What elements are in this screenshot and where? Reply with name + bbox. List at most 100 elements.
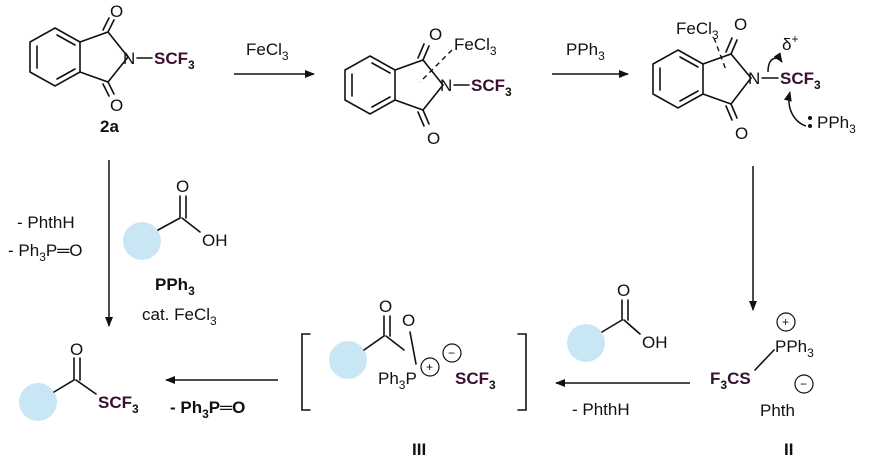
species-label-III: III [412,440,426,459]
atom-o: O [429,25,442,44]
ph3p-label: Ph3P [378,369,417,392]
hydroxyl-label: OH [642,333,668,352]
carbonyl-bond [725,37,733,53]
byproduct-label: - PhthH [17,213,75,232]
scf3-group: SCF3 [780,69,821,92]
arrow-reagent: PPh3 [155,275,195,298]
bond [385,335,405,351]
bond [623,319,641,335]
atom-o: O [70,340,83,359]
carbonyl-bond [107,81,115,95]
s-p-bond [754,349,775,371]
electron-flow-arrow [767,52,783,73]
benzene-inner-bond [679,90,699,102]
carbonyl-bond [730,39,738,55]
arrow-step-direct: - PhthH - Ph3P═O O OH PPh3 cat. FeCl3 [8,160,228,328]
structure-2a: O O N SCF3 2a [29,2,195,136]
bond [53,379,75,393]
substituent-circle [329,341,367,379]
coordination-dash [713,37,727,71]
bond [75,379,97,395]
byproduct-label: - PhthH [572,400,630,419]
byproduct-label: - Ph3P═O [170,398,245,421]
fecl3-label: FeCl3 [676,19,719,42]
benzene-inner-bond [371,62,391,74]
atom-o: O [735,124,748,143]
arrow-reagent: PPh3 [566,40,605,63]
bond [157,217,181,231]
compound-label-2a: 2a [100,117,119,136]
pph3-label: PPh3 [817,113,856,136]
atom-o: O [379,297,392,316]
f3cs-group: F3CS [710,369,751,392]
species-II: + PPh3 F3CS − Phth II [710,312,814,459]
negative-charge [794,374,814,394]
charge-symbol: − [800,377,807,391]
carbonyl-bond [102,17,110,31]
benzene-inner-bond [56,34,76,46]
benzene-inner-bond [371,96,391,108]
carbonyl-bond [417,43,425,59]
catalyst-label: cat. FeCl3 [142,305,217,328]
charge-symbol: − [448,346,455,360]
negative-charge [442,343,462,363]
benzene-inner-bond [679,56,699,68]
atom-o: O [402,311,415,330]
bond [363,335,385,351]
charge-symbol: + [782,315,789,329]
benzene-inner-bond [56,68,76,80]
substituent-circle [567,324,605,362]
arrow-step-5: - Ph3P═O [165,376,278,421]
intermediate-activated: O O FeCl3 N SCF3 δ+ PPh3 [652,15,856,143]
fecl3-label: FeCl3 [454,35,497,58]
atom-o: O [734,15,747,34]
carboxylic-acid-reagent: O OH [123,177,228,260]
imide-ring [394,59,445,111]
carbonyl-bond [422,109,430,125]
atom-o: O [617,281,630,300]
left-bracket [301,333,311,411]
atom-o: O [176,177,189,196]
bond [181,217,201,233]
species-label-II: II [784,440,793,459]
lone-pair-dot [808,124,812,128]
scf3-group: SCF3 [98,393,139,416]
charge-symbol: + [426,360,433,374]
substituent-circle [19,383,57,421]
scf3-group: SCF3 [154,49,195,72]
positive-charge [776,312,796,332]
carbonyl-bond [725,105,733,121]
right-bracket [517,333,527,411]
substituent-circle [123,222,161,260]
imide-ring [702,53,753,105]
intermediate-fecl3-complex: O O FeCl3 N SCF3 [344,25,512,148]
atom-n: N [748,69,760,88]
scf3-anion: SCF3 [455,369,496,392]
species-III: O O Ph3P + − SCF3 III [301,297,527,459]
pph3-label: PPh3 [775,337,814,360]
atom-n: N [440,76,452,95]
phth-label: Phth [760,401,795,420]
hydroxyl-label: OH [202,231,228,250]
atom-o: O [110,2,123,21]
atom-o: O [110,96,123,115]
o-p-bond [409,331,417,365]
product-thioester: O SCF3 [19,340,139,421]
arrow-step-4: - PhthH [555,379,690,419]
arrow-step-2: PPh3 [552,40,629,78]
lone-pair-dot [808,116,812,120]
atom-o: O [427,129,440,148]
arrow-reagent: FeCl3 [246,40,289,63]
carbonyl-bond [102,83,110,97]
partial-charge-delta: δ+ [782,32,798,54]
scf3-group: SCF3 [471,76,512,99]
positive-charge [420,357,440,377]
carboxylic-acid-right: O OH [567,281,668,362]
bond [601,319,623,333]
coordination-dash [419,49,453,83]
atom-n: N [123,49,135,68]
carbonyl-bond [422,45,430,61]
carbonyl-bond [417,111,425,127]
